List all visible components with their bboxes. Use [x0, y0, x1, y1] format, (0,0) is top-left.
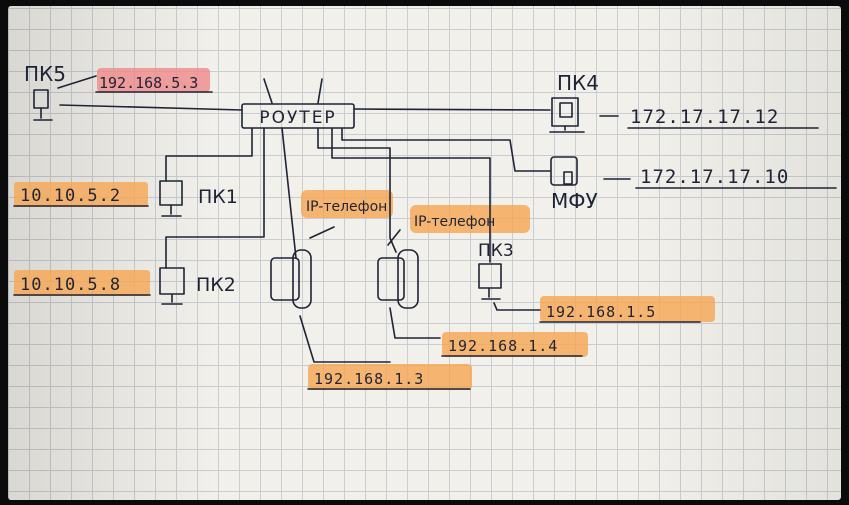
phone2-ip: 192.168.1.4 — [448, 337, 558, 355]
phone2-icon — [377, 229, 441, 339]
router-label: РОУТЕР — [259, 108, 336, 128]
phone1-label: IP-телефон — [306, 199, 387, 215]
mfu-name: МФУ — [551, 189, 598, 213]
pc3-icon — [478, 263, 541, 311]
phone2-ip-highlight — [442, 332, 588, 357]
pc2-ip-highlight — [14, 270, 150, 296]
pc1-name: ПК1 — [198, 186, 238, 208]
pc2-name: ПК2 — [196, 274, 236, 296]
phone1-label-highlight — [301, 190, 393, 218]
pc5-ip: 192.168.5.3 — [99, 74, 198, 92]
mfu-ip: 172.17.17.10 — [640, 166, 789, 188]
link-mfu — [341, 127, 551, 172]
phone1-label-leader — [309, 226, 335, 239]
pc4-icon — [549, 97, 619, 133]
ip-underlines — [13, 91, 837, 390]
phone2-label-leader — [387, 229, 401, 246]
pc3-ip: 192.168.1.5 — [546, 303, 656, 321]
pc3-leader — [493, 302, 541, 311]
pc5-leader — [57, 75, 97, 89]
link-pc3 — [331, 127, 491, 263]
link-pc1 — [165, 127, 253, 182]
pc4-name: ПК4 — [557, 71, 599, 95]
router-box — [241, 103, 355, 129]
router — [241, 78, 355, 129]
pc5-icon — [33, 89, 53, 121]
pc3-name: ПК3 — [478, 241, 514, 261]
mfu-icon — [550, 156, 631, 186]
phone2-label: IP-телефон — [414, 214, 495, 230]
pc2-icon — [159, 267, 185, 305]
link-phone1 — [281, 127, 297, 259]
phone2-leader — [389, 307, 441, 339]
phone1-icon — [270, 226, 391, 363]
router-antenna-right — [317, 78, 323, 104]
link-pc2 — [165, 127, 265, 269]
link-phone2 — [317, 127, 397, 253]
pc1-ip-highlight — [14, 182, 148, 207]
connections — [57, 75, 551, 269]
pc1-ip: 10.10.5.2 — [20, 186, 121, 206]
pc5-name: ПК5 — [24, 62, 66, 86]
phone1-ip-highlight — [308, 364, 472, 390]
pc2-ip: 10.10.5.8 — [20, 275, 121, 295]
pc4-ip: 172.17.17.12 — [630, 106, 779, 128]
pc3-ip-highlight — [540, 296, 715, 322]
router-antenna-left — [263, 78, 273, 104]
link-pc5 — [59, 104, 243, 111]
phone2-label-highlight — [410, 205, 530, 233]
link-pc4 — [353, 108, 551, 111]
phone1-ip: 192.168.1.3 — [314, 370, 424, 388]
phone1-leader — [299, 315, 391, 363]
pc1-icon — [159, 180, 183, 217]
pc5-ip-highlight — [97, 68, 210, 92]
